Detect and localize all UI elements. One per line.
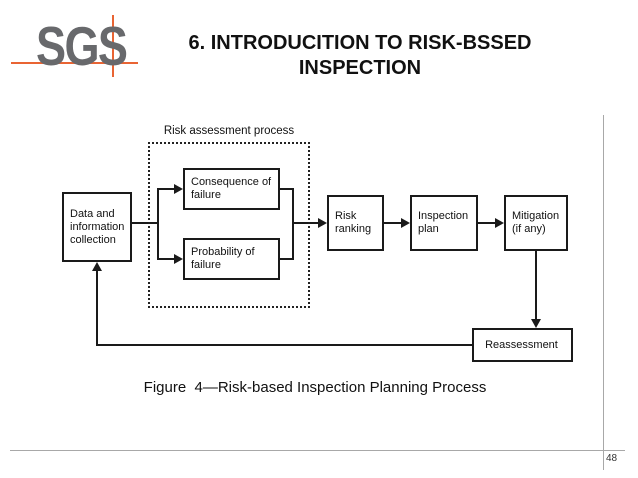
node-mitigation-if-any: Mitigation (if any): [504, 195, 568, 251]
edge-data-to-split: [132, 222, 158, 224]
group-label-risk-assessment-process: Risk assessment process: [163, 125, 295, 137]
node-text-line: failure: [191, 189, 221, 201]
node-risk-ranking: Risk ranking: [327, 195, 384, 251]
node-text-line: Probability of: [191, 246, 255, 258]
logo-crosshair-horizontal: [11, 62, 138, 64]
node-text-line: collection: [70, 233, 116, 246]
node-text-line: Reassessment: [485, 338, 558, 351]
arrowhead-into-reassessment: [531, 319, 541, 328]
bottom-guide-line: [10, 450, 625, 451]
risk-assessment-process-group-box: [148, 142, 310, 308]
edge-split-to-probability: [158, 258, 175, 260]
edge-consequence-to-join: [280, 188, 294, 190]
sgs-logo: SGS: [10, 8, 150, 88]
node-text-line: Risk: [335, 210, 357, 222]
page-number: 48: [606, 453, 618, 464]
right-guide-line: [603, 115, 604, 470]
arrowhead-into-mitigation: [495, 218, 504, 228]
arrowhead-into-consequence: [174, 184, 183, 194]
node-consequence-of-failure: Consequence of failure: [183, 168, 280, 210]
slide-title: 6. INTRODUCITION TO RISK-BSSED INSPECTIO…: [140, 31, 580, 81]
edge-inspection-to-mitigation: [478, 222, 496, 224]
node-text-line: plan: [418, 223, 439, 235]
slide-title-line2: INSPECTION: [298, 57, 422, 79]
node-probability-of-failure: Probability of failure: [183, 238, 280, 280]
node-text-line: Consequence of: [191, 176, 272, 188]
node-text-line: Inspection: [418, 210, 469, 222]
node-text-line: information: [70, 220, 125, 233]
arrowhead-into-inspection-plan: [401, 218, 410, 228]
node-text-line: Data and: [70, 207, 115, 220]
node-text-line: Mitigation: [512, 210, 560, 222]
figure-caption: Figure 4—Risk-based Inspection Planning …: [143, 379, 487, 396]
arrowhead-into-risk-ranking: [318, 218, 327, 228]
node-inspection-plan: Inspection plan: [410, 195, 478, 251]
edge-risk-to-inspection: [383, 222, 402, 224]
edge-split-to-consequence: [158, 188, 175, 190]
node-text-line: (if any): [512, 223, 546, 235]
edge-reassessment-feedback-horizontal: [96, 344, 472, 346]
edge-mitigation-to-reassessment: [535, 251, 537, 319]
logo-text: SGS: [36, 15, 128, 77]
node-reassessment: Reassessment: [472, 328, 573, 362]
arrowhead-into-probability: [174, 254, 183, 264]
node-data-and-information-collection: Data and information collection: [62, 192, 132, 262]
slide-title-line1: 6. INTRODUCITION TO RISK-BSSED: [188, 32, 532, 54]
edge-join-to-risk-ranking: [292, 222, 318, 224]
edge-split-vertical: [157, 188, 159, 260]
node-text-line: ranking: [335, 223, 372, 235]
edge-join-vertical: [292, 188, 294, 260]
arrowhead-into-data-collection: [92, 262, 102, 271]
edge-probability-to-join: [280, 258, 294, 260]
logo-crosshair-vertical: [112, 15, 114, 77]
node-text-line: failure: [191, 259, 221, 271]
edge-feedback-vertical: [96, 271, 98, 346]
